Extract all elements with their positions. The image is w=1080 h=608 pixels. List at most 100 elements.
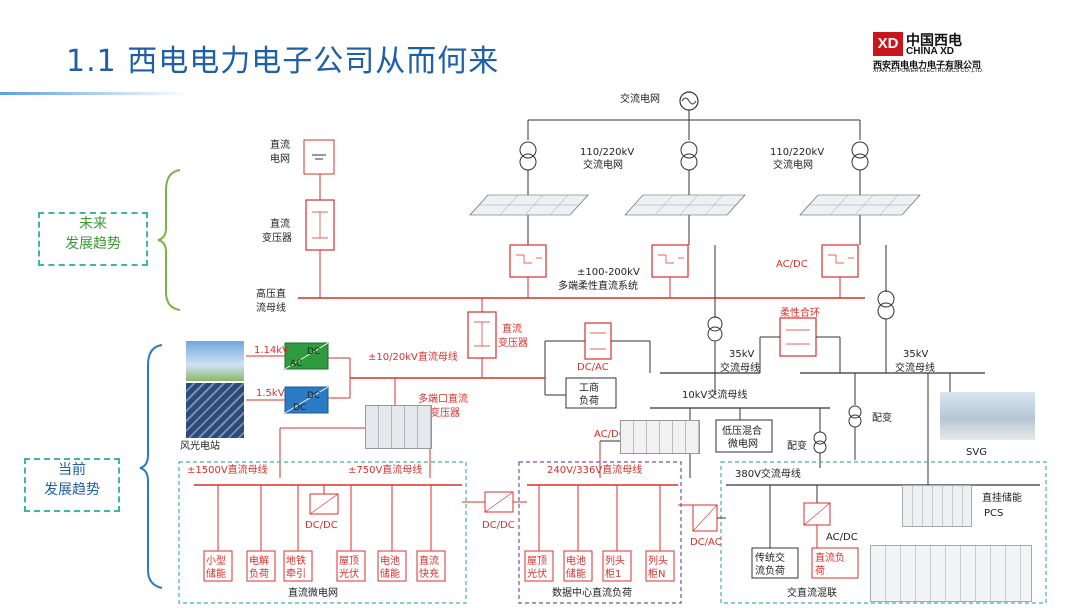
future-brace [157,169,181,311]
flex-ring: 柔性合环 [780,306,820,319]
dc-load-label: 光伏 [527,567,547,580]
group-datacenter: 数据中心直流负荷 [552,586,632,599]
micro-load-label: 屋顶 [339,555,359,567]
ac-dc-left: AC/DC [594,429,626,440]
micro-load-label: 地铁 [286,554,306,567]
svg-station-image [940,392,1035,440]
industrial-load-2: 负荷 [579,394,599,407]
lv-mixed-2: 微电网 [728,437,758,450]
dc-transformer-top-2: 变压器 [262,231,292,244]
bus-240: 240V/336V直流母线 [547,463,642,476]
voltage-15: 1.5kV [256,388,285,399]
grid-110-right-2: 交流电网 [773,158,813,171]
pcs-container-image [902,485,972,527]
grid-110-right-1: 110/220kV [770,147,824,158]
logo-icon: XD [873,32,903,56]
ac-load-label: 荷 [815,565,825,577]
pei-bian-2: 配变 [787,439,807,452]
storage-container-image [870,545,1032,602]
converter-icon [305,199,859,360]
dc-load-label: 列头 [605,554,625,567]
ac-text-1: AC [290,359,302,369]
cabinet-image [620,420,700,454]
micro-load-label: 小型 [206,554,226,567]
micro-load-label: 储能 [380,567,400,580]
multiport-2: 变压器 [430,406,460,419]
solar-farm-image [186,383,244,438]
future-line2: 发展趋势 [65,236,121,252]
group-dc-micro: 直流微电网 [288,586,338,599]
dc-load-box [602,550,632,582]
dc-load-label: 储能 [566,567,586,580]
dc-grid-2: 电网 [270,152,290,165]
mtdc-label: 多端柔性直流系统 [558,279,638,292]
micro-load-label: 光伏 [339,567,359,580]
grid-110-left-2: 交流电网 [583,158,623,171]
current-line2: 发展趋势 [44,482,100,498]
ac-dc-right: AC/DC [776,259,808,270]
bus35-right-2: 交流母线 [895,361,935,374]
dc-transformer-mid-2: 变压器 [498,336,528,349]
page-title: 1.1 西电电力电子公司从而何来 [66,44,500,79]
wind-solar: 风光电站 [180,439,220,452]
logo-sub: 西安西电电力电子有限公司 [873,61,982,71]
dcdc-2: DC/DC [482,520,515,531]
pcs-2: PCS [984,508,1003,519]
current-brace [139,344,163,589]
current-line1: 当前 [58,462,86,478]
ac-load-label: 流负荷 [755,564,785,577]
bus35-left-1: 35kV [729,349,755,360]
dc-load-label: 柜1 [605,567,621,580]
ac-load-label: 直流负 [815,551,845,564]
dc-load-label: 电池 [566,554,586,567]
hv-bus-2: 流母线 [256,301,286,314]
micro-load-box [203,550,233,582]
ac-load-box [811,547,859,579]
future-line1: 未来 [79,216,107,232]
logo-cn: 中国西电 [906,33,962,49]
multiport-1: 多端口直流 [418,392,468,405]
lv-mixed-1: 低压混合 [722,424,762,437]
title-underline [0,92,190,95]
datacenter-group [518,461,682,604]
dc-grid-1: 直流 [270,138,290,151]
dcac-right: DC/AC [690,537,722,548]
dc-bus-10-20-label: ±10/20kV直流母线 [368,350,458,363]
micro-load-label: 电解 [249,554,269,567]
dc-load-label: 柜N [648,567,665,580]
group-hybrid: 交直流混联 [787,586,837,599]
micro-load-box [283,550,313,582]
micro-load-box [336,550,366,582]
dc-load-box [563,550,593,582]
dc-text-2: DC [307,391,320,401]
micro-load-box [246,550,276,582]
dc-transformer-top-1: 直流 [270,217,290,230]
bus35-left-2: 交流母线 [720,361,760,374]
ac-load-label: 传统交 [755,551,785,564]
micro-load-label: 电池 [380,554,400,567]
switchgear-image [365,405,432,449]
current-trend-label: 当前 发展趋势 [24,458,120,512]
acdc-bottom: AC/DC [826,532,858,543]
industrial-load-1: 工商 [579,381,599,394]
dc-load-box [524,550,554,582]
wind-farm-image [186,341,244,381]
dc-transformer-mid-1: 直流 [502,322,522,335]
micro-load-label: 牵引 [286,568,306,580]
sine-icon [681,97,697,105]
ac-grid-top: 交流电网 [620,92,660,105]
bus-750: ±750V直流母线 [348,463,422,476]
micro-load-label: 直流 [419,554,439,567]
micro-load-box [416,550,446,582]
micro-load-label: 快充 [419,567,439,580]
logo-en: CHINA XD [906,46,954,57]
dcdc-1: DC/DC [305,520,338,531]
voltage-114: 1.14kV [254,345,289,356]
bus-1500: ±1500V直流母线 [187,463,268,476]
grid-110-left-1: 110/220kV [580,147,634,158]
dc-load-box [645,550,675,582]
